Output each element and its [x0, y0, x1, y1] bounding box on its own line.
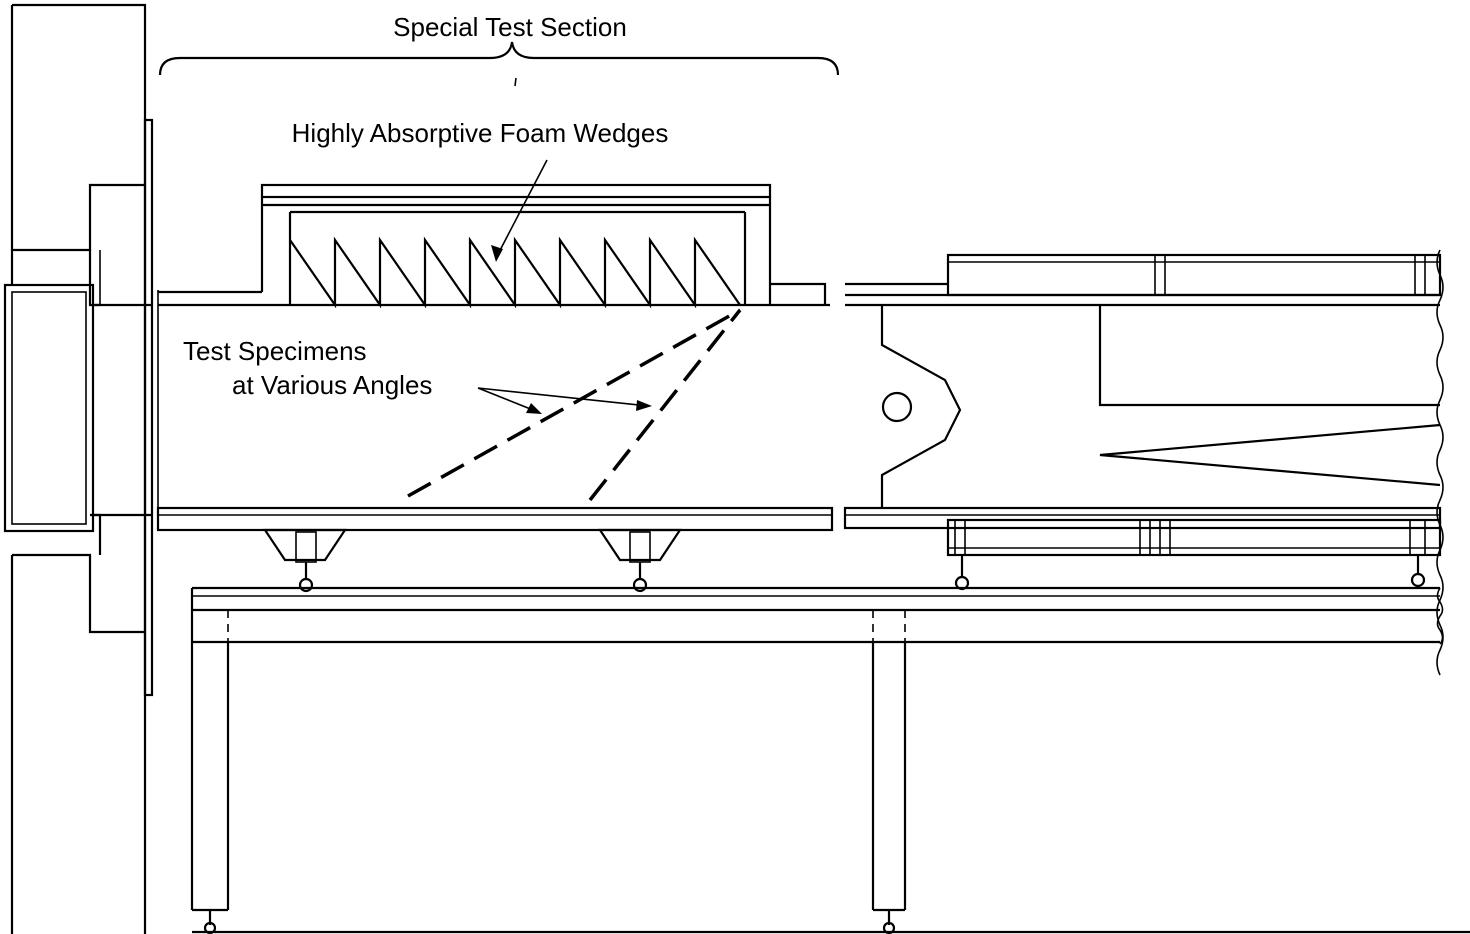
section-bracket: [158, 41, 840, 87]
section-label: Special Test Section: [393, 12, 627, 42]
specimens-label-line2: at Various Angles: [232, 370, 432, 400]
arrowhead-wedges: [491, 245, 503, 262]
specimens-label-line1: Test Specimens: [183, 336, 367, 366]
leader-arrows: [477, 159, 652, 414]
wedges-label: Highly Absorptive Foam Wedges: [292, 118, 669, 148]
wedge-housing: [260, 183, 772, 309]
flange-plate: [143, 118, 159, 697]
downstream-section: [843, 249, 1444, 676]
support-table: [190, 586, 1470, 934]
test-duct: [156, 282, 834, 532]
test-section-supports: [262, 528, 683, 593]
left-wall: [10, 3, 147, 934]
test-specimens: [407, 308, 742, 502]
inlet-box: [3, 283, 152, 533]
arrowhead-specimen-2: [636, 400, 652, 411]
arrowhead-specimen-1: [526, 403, 542, 414]
